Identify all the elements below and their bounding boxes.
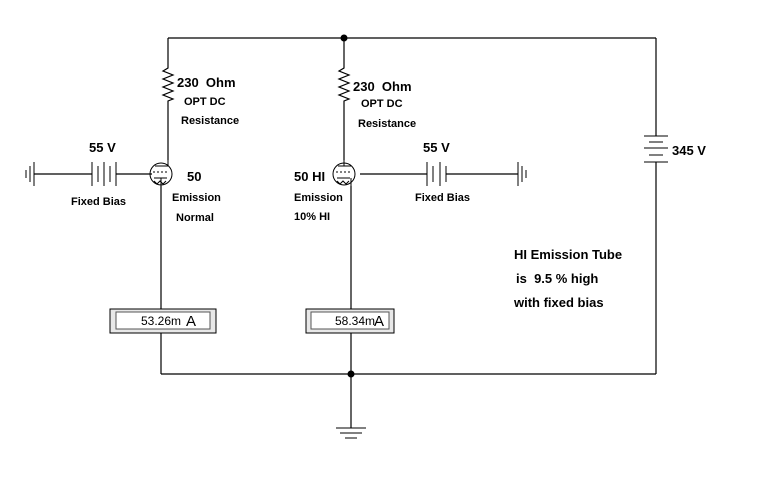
- bias-battery-right: [426, 162, 447, 186]
- ammeter-left-reading: 53.26m: [141, 314, 181, 328]
- tube-right-name: 50 HI: [294, 169, 325, 184]
- resistor-right-value: 230 Ohm: [353, 79, 412, 94]
- resistor-left: [161, 64, 175, 104]
- supply-voltage: 345 V: [672, 143, 706, 158]
- supply-battery: [644, 135, 668, 163]
- ammeter-left: 53.26m A: [109, 308, 217, 334]
- ammeter-right-reading: 58.34m: [335, 314, 375, 328]
- ground-left: [25, 162, 35, 186]
- bias-left-voltage: 55 V: [89, 140, 116, 155]
- ammeter-right: 58.34m A: [305, 308, 395, 334]
- wires: [34, 37, 657, 428]
- ammeter-left-unit: A: [186, 313, 196, 330]
- tube-left-name: 50: [187, 169, 201, 184]
- tube-right-symbol: [332, 160, 356, 186]
- resistor-right-line1: OPT DC: [361, 98, 403, 110]
- tube-right-line2: 10% HI: [294, 211, 330, 223]
- tube-left-symbol: [149, 160, 173, 186]
- tube-left-line1: Emission: [172, 192, 221, 204]
- top-junction-dot: [340, 34, 348, 42]
- resistor-left-line1: OPT DC: [184, 96, 226, 108]
- resistor-right: [337, 64, 351, 104]
- bias-left-label: Fixed Bias: [71, 196, 126, 208]
- note-line1: HI Emission Tube: [514, 247, 622, 262]
- resistor-right-line2: Resistance: [358, 118, 416, 130]
- ammeter-right-unit: A: [374, 313, 384, 330]
- note-line2: is 9.5 % high: [516, 271, 598, 286]
- tube-right-line1: Emission: [294, 192, 343, 204]
- ground-right: [517, 162, 527, 186]
- bias-battery-left: [91, 162, 117, 186]
- tube-left-line2: Normal: [176, 212, 214, 224]
- resistor-left-value: 230 Ohm: [177, 75, 236, 90]
- resistor-left-line2: Resistance: [181, 115, 239, 127]
- bias-right-voltage: 55 V: [423, 140, 450, 155]
- bottom-junction-dot: [347, 370, 355, 378]
- note-line3: with fixed bias: [513, 295, 604, 310]
- bias-right-label: Fixed Bias: [415, 192, 470, 204]
- ground-bottom: [336, 427, 366, 439]
